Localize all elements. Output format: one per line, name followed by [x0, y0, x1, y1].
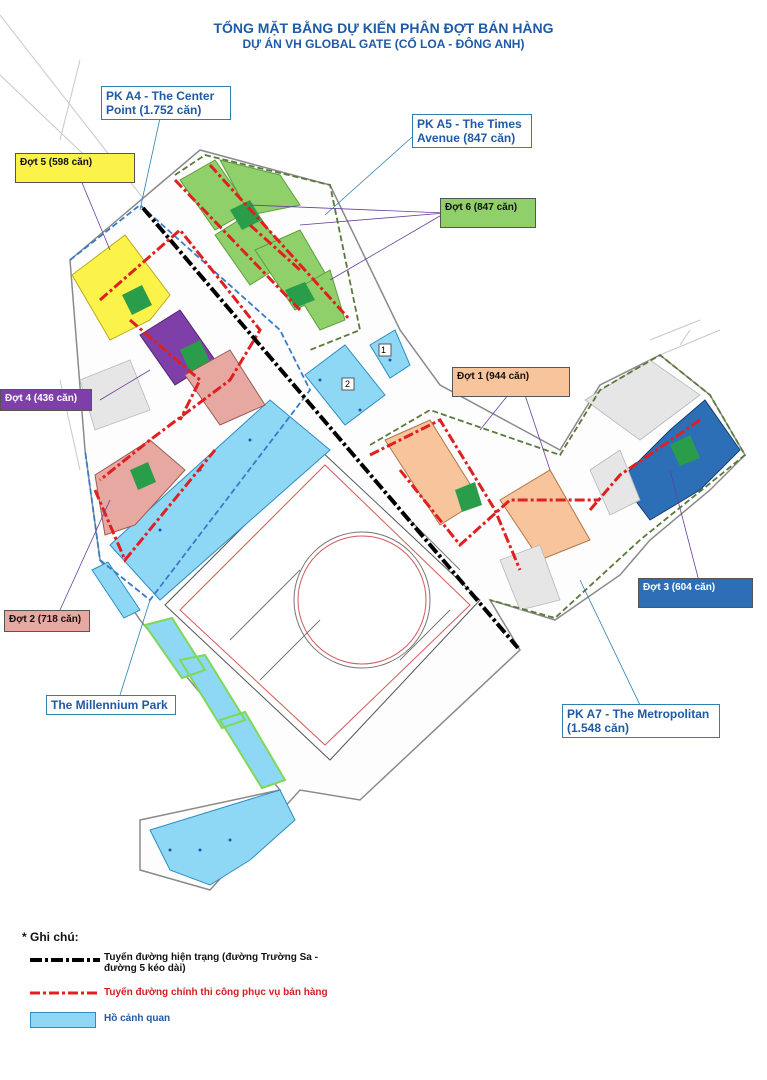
zone-label-a5: PK A5 - The Times Avenue (847 căn)	[412, 114, 532, 148]
boundary-a4	[69, 203, 312, 602]
phase-6-greens	[230, 200, 315, 308]
lake-marker-2: 2	[345, 379, 351, 389]
phase-5-label: Đợt 5 (598 căn)	[15, 153, 135, 183]
phase-5-block	[71, 234, 171, 341]
phase-1-label: Đợt 1 (944 căn)	[452, 367, 570, 397]
boundary-a5	[174, 154, 362, 351]
central-plaza	[179, 464, 471, 746]
zone-label-a4: PK A4 - The Center Point (1.752 căn)	[101, 86, 231, 120]
legend-lake-swatch	[30, 1012, 96, 1028]
phase-2-block-a	[184, 349, 266, 426]
sales-roads	[93, 163, 701, 571]
lake-main	[109, 399, 331, 601]
park-label: The Millennium Park	[46, 695, 176, 715]
zone-boundaries	[69, 154, 747, 620]
legend-sales-road: Tuyến đường chính thi công phục vụ bán h…	[104, 987, 328, 998]
existing-road	[141, 206, 520, 650]
legend-sales-road-swatch	[30, 991, 100, 995]
map-subtitle: DỰ ÁN VH GLOBAL GATE (CỔ LOA - ĐÔNG ANH)	[242, 37, 525, 51]
map-title: TỔNG MẶT BẰNG DỰ KIẾN PHÂN ĐỢT BÁN HÀNG	[213, 20, 554, 36]
phase-5-green	[122, 285, 152, 315]
phase-4-green	[180, 340, 210, 372]
phase-4-label: Đợt 4 (436 căn)	[0, 389, 92, 411]
boundary-a7	[369, 353, 747, 620]
legend-existing-road: Tuyến đường hiện trạng (đường Trường Sa …	[104, 952, 318, 974]
park-edges	[143, 616, 287, 790]
phase-2-label: Đợt 2 (718 căn)	[4, 610, 90, 632]
legend-existing-road-swatch	[30, 958, 100, 962]
phase-1-block-b	[499, 469, 591, 561]
lake-markers	[341, 343, 392, 391]
grey-blocks	[79, 359, 701, 611]
phase-3-label: Đợt 3 (604 căn)	[638, 578, 753, 608]
phase-1-green	[455, 482, 482, 512]
lake-park-d	[149, 789, 296, 886]
lake-marker-1: 1	[381, 345, 387, 355]
legend-heading: * Ghi chú:	[22, 930, 79, 944]
phase-6-label: Đợt 6 (847 căn)	[440, 198, 536, 228]
zone-leader-lines	[119, 117, 641, 706]
lake-west	[91, 561, 141, 619]
zone-label-a7: PK A7 - The Metropolitan (1.548 căn)	[562, 704, 720, 738]
phase-2-green	[130, 462, 156, 490]
legend-lake: Hồ cảnh quan	[104, 1013, 171, 1024]
phase-3-green	[670, 435, 700, 466]
